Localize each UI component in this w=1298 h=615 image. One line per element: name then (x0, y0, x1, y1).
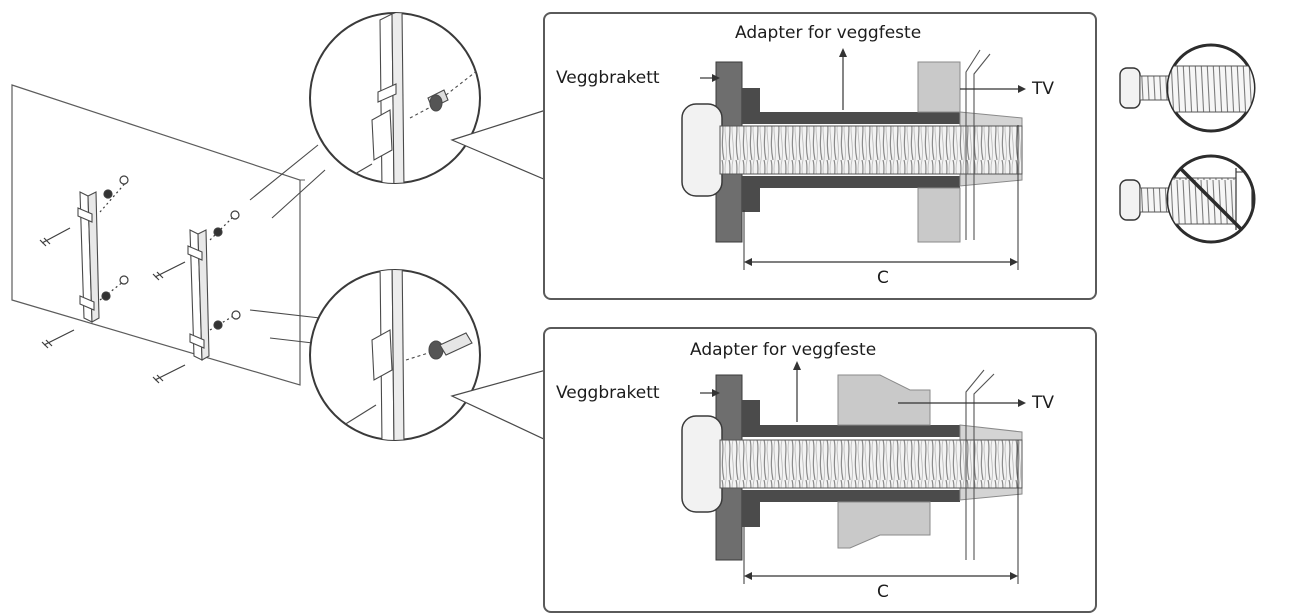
screw-fully-threaded-icon (1119, 43, 1256, 133)
adapter-label-bottom: Adapter for veggfeste (690, 340, 877, 360)
screw-thread (719, 125, 1023, 175)
overview-screws (39, 175, 241, 384)
wall-bracket-left (77, 191, 100, 323)
dimension-c-label-top: C (877, 268, 889, 288)
detail-panel-bottom (543, 327, 1097, 613)
adapter-sleeve (742, 400, 960, 527)
magnifier-circle-top (309, 12, 481, 184)
screw-head (681, 103, 723, 197)
tv-label-bottom: TV (1032, 393, 1055, 413)
screw-thread-gap-prohibited-icon (1119, 154, 1256, 244)
adapter-label-top: Adapter for veggfeste (735, 23, 922, 43)
screw-head (681, 415, 723, 513)
adapter-sleeve (742, 88, 960, 212)
detail-panel-top (543, 12, 1097, 300)
dimension-c-label-bottom: C (877, 582, 889, 602)
bracket-label-bottom: Veggbrakett (556, 383, 660, 403)
magnifier-circle-bottom (309, 269, 481, 441)
bracket-label-top: Veggbrakett (556, 68, 660, 88)
wall-bracket-right (187, 229, 210, 361)
tv-label-top: TV (1032, 79, 1055, 99)
screw-thread (719, 439, 1023, 489)
